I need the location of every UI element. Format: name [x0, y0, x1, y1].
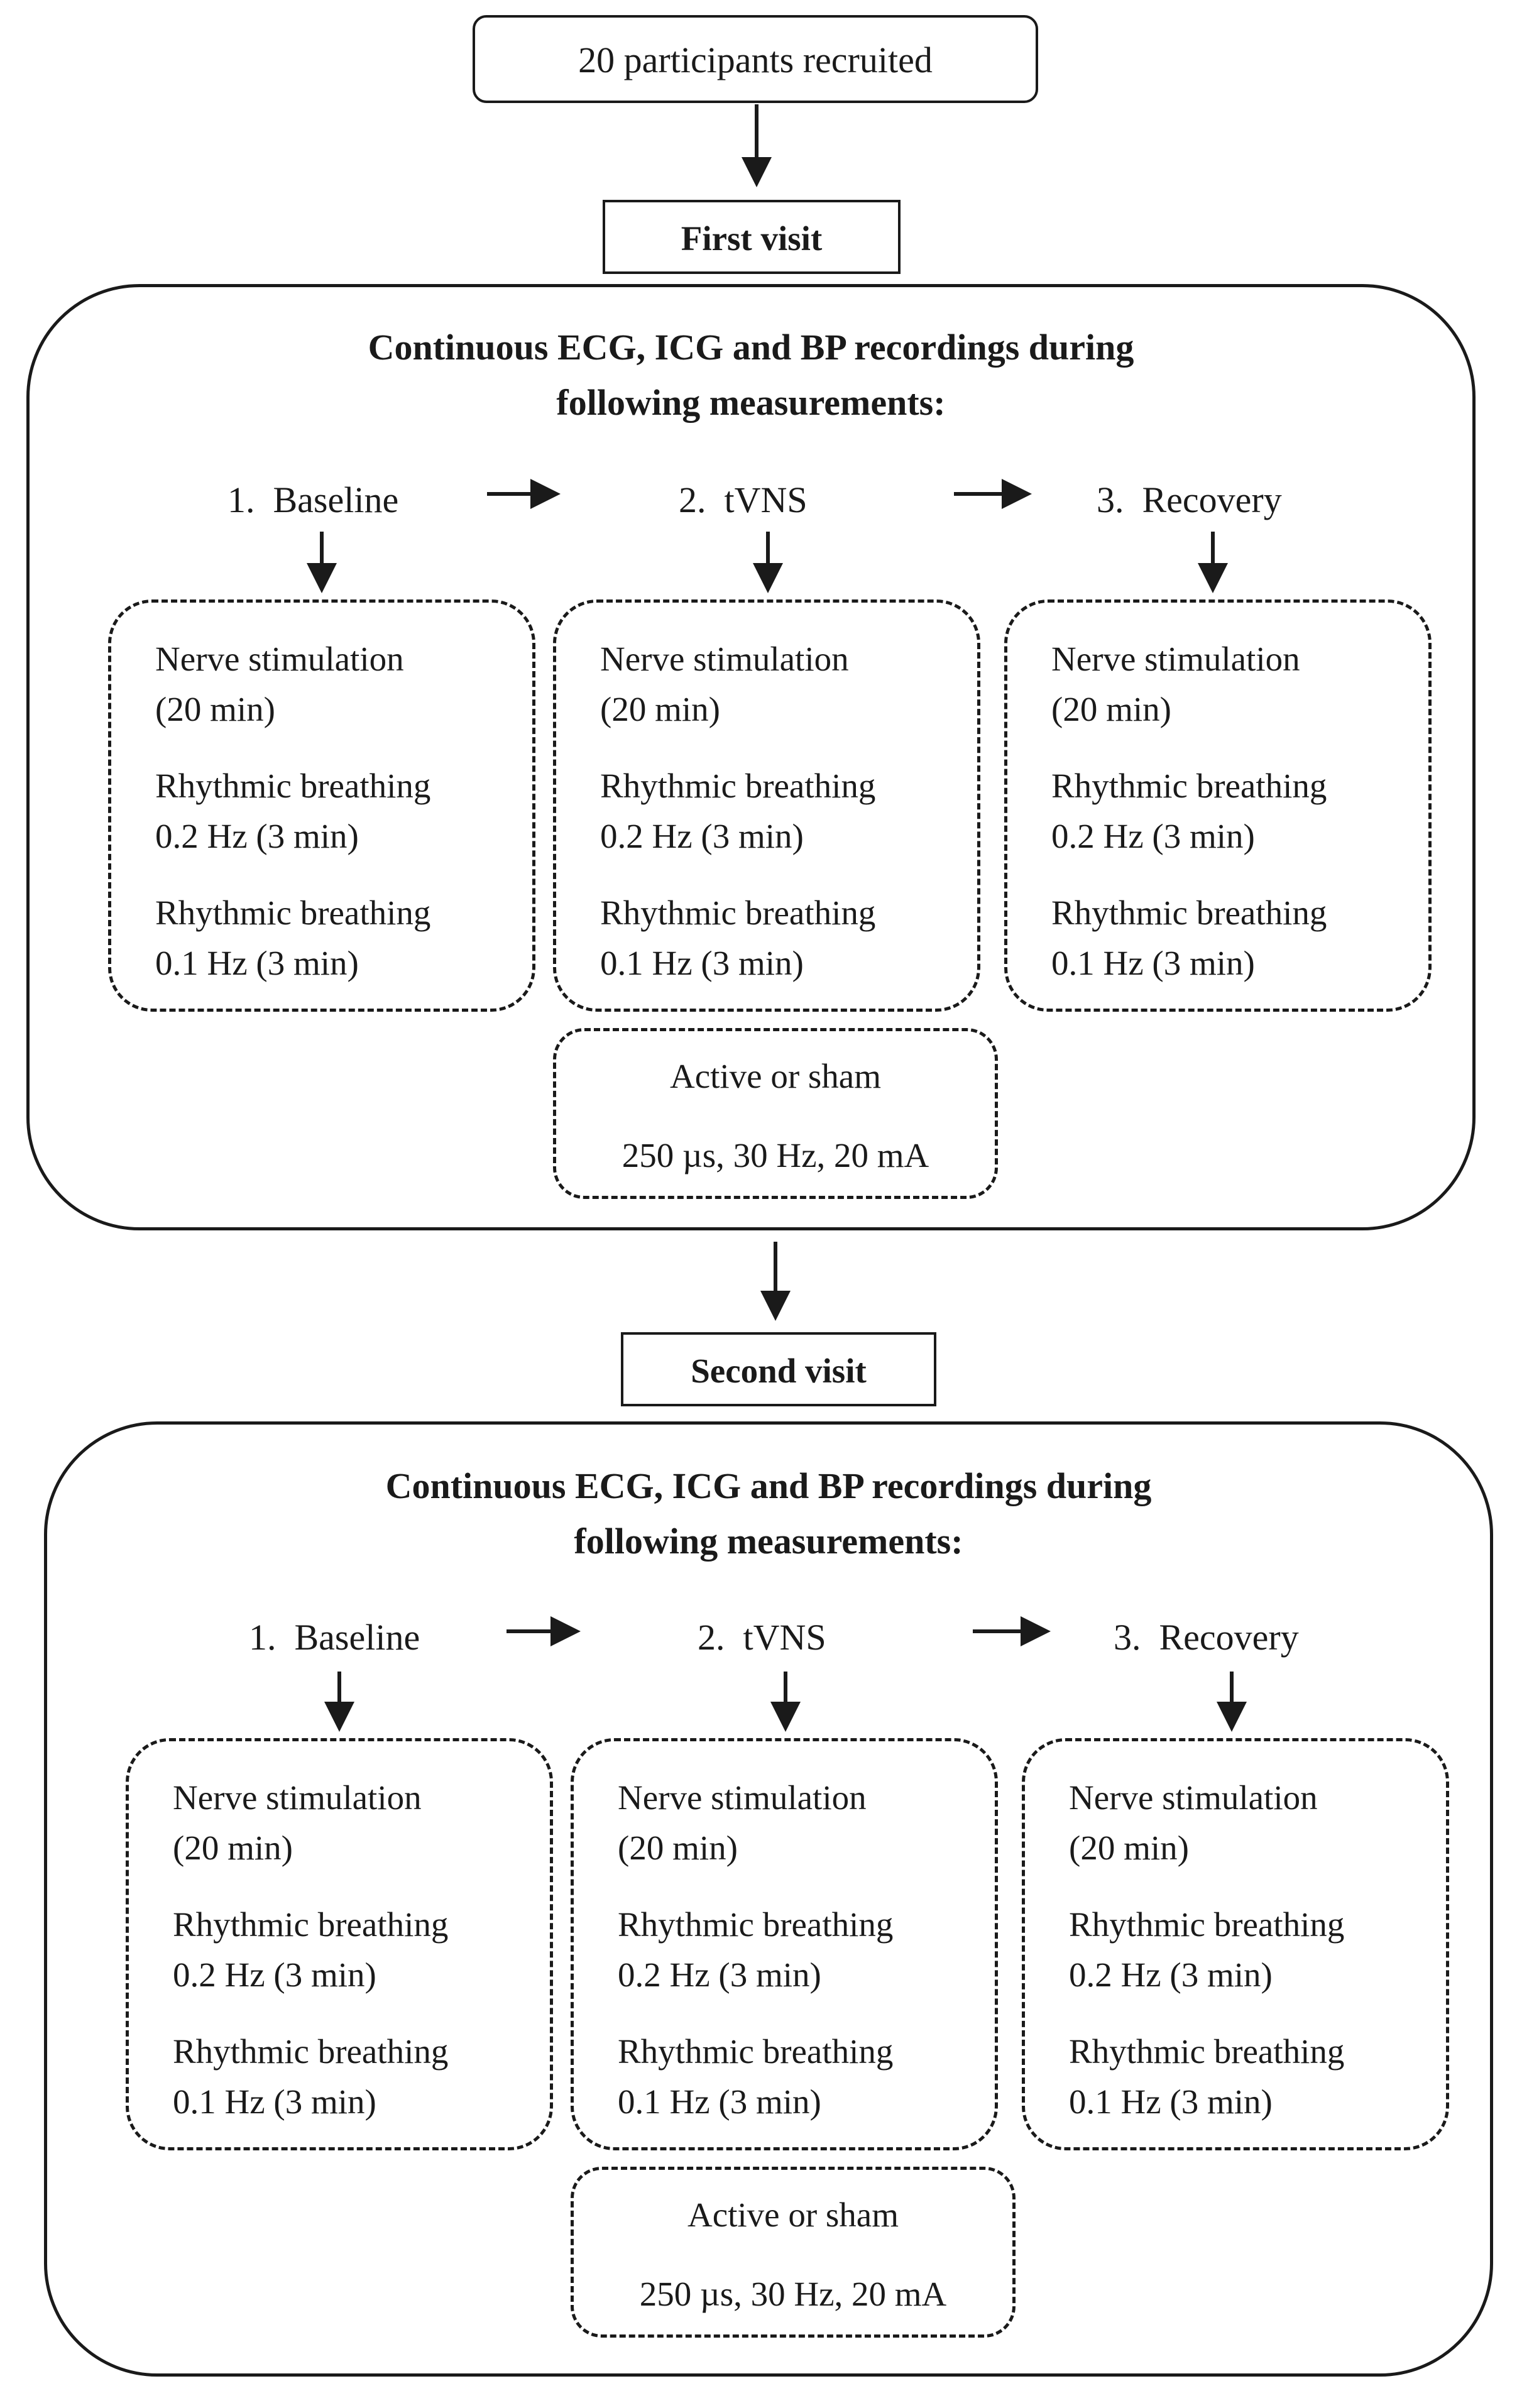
step-line: (20 min) [1051, 690, 1171, 728]
step-line: 0.2 Hz (3 min) [155, 817, 359, 855]
phase-tvns: 2. tVNS [679, 479, 808, 521]
step-line: 0.2 Hz (3 min) [173, 1956, 376, 1994]
stimulation-params: 250 µs, 30 Hz, 20 mA [622, 1136, 929, 1174]
baseline-steps-box: Nerve stimulation (20 min) Rhythmic brea… [126, 1738, 553, 2150]
step-line: Nerve stimulation [618, 1778, 867, 1817]
step-list: Nerve stimulation (20 min) Rhythmic brea… [1051, 634, 1327, 988]
phase-baseline: 1. Baseline [227, 479, 398, 521]
step-line: (20 min) [173, 1829, 293, 1867]
step-line: Rhythmic breathing [1069, 2032, 1345, 2071]
step-line: 0.1 Hz (3 min) [173, 2082, 376, 2121]
phase-number: 3. [1114, 1617, 1141, 1658]
stimulation-box: Active or sham 250 µs, 30 Hz, 20 mA [553, 1028, 998, 1199]
baseline-steps-box: Nerve stimulation (20 min) Rhythmic brea… [108, 599, 535, 1012]
first-visit-heading-line1: Continuous ECG, ICG and BP recordings du… [368, 327, 1134, 368]
step-line: Nerve stimulation [155, 640, 404, 678]
stimulation-box: Active or sham 250 µs, 30 Hz, 20 mA [571, 2167, 1016, 2338]
phase-number: 1. [227, 479, 255, 520]
step-line: Rhythmic breathing [1051, 894, 1327, 932]
step-line: Rhythmic breathing [600, 767, 876, 805]
step-line: 0.2 Hz (3 min) [1051, 817, 1255, 855]
phase-number: 1. [249, 1617, 277, 1658]
phase-name: Baseline [294, 1617, 420, 1658]
step-list: Nerve stimulation (20 min) Rhythmic brea… [173, 1773, 448, 2127]
phase-baseline: 1. Baseline [249, 1616, 420, 1658]
second-visit-title: Second visit [691, 1352, 867, 1390]
phase-name: Recovery [1142, 479, 1282, 520]
phase-name: Recovery [1159, 1617, 1299, 1658]
phase-number: 2. [698, 1617, 725, 1658]
step-line: (20 min) [618, 1829, 738, 1867]
stimulation-title: Active or sham [669, 1057, 881, 1095]
recovery-steps-box: Nerve stimulation (20 min) Rhythmic brea… [1022, 1738, 1449, 2150]
step-line: (20 min) [155, 690, 275, 728]
step-list: Nerve stimulation (20 min) Rhythmic brea… [600, 634, 875, 988]
recovery-steps-box: Nerve stimulation (20 min) Rhythmic brea… [1004, 599, 1432, 1012]
step-line: Nerve stimulation [173, 1778, 422, 1817]
second-visit-heading-line1: Continuous ECG, ICG and BP recordings du… [385, 1465, 1152, 1506]
step-line: Rhythmic breathing [155, 767, 431, 805]
step-line: Rhythmic breathing [600, 894, 876, 932]
step-line: Nerve stimulation [600, 640, 849, 678]
step-line: Rhythmic breathing [618, 1905, 894, 1944]
phase-recovery: 3. Recovery [1097, 479, 1282, 521]
second-visit-heading-line2: following measurements: [574, 1521, 963, 1562]
step-list: Nerve stimulation (20 min) Rhythmic brea… [1069, 1773, 1344, 2127]
first-visit-title-box: First visit [603, 200, 901, 274]
step-line: 0.2 Hz (3 min) [618, 1956, 821, 1994]
step-line: 0.1 Hz (3 min) [600, 944, 804, 982]
step-line: Rhythmic breathing [173, 2032, 449, 2071]
phase-tvns: 2. tVNS [698, 1616, 826, 1658]
step-line: 0.2 Hz (3 min) [600, 817, 804, 855]
step-line: 0.1 Hz (3 min) [155, 944, 359, 982]
phase-recovery: 3. Recovery [1114, 1616, 1299, 1658]
step-line: 0.1 Hz (3 min) [618, 2082, 821, 2121]
step-line: (20 min) [1069, 1829, 1189, 1867]
tvns-steps-box: Nerve stimulation (20 min) Rhythmic brea… [553, 599, 980, 1012]
phase-number: 3. [1097, 479, 1124, 520]
step-line: (20 min) [600, 690, 720, 728]
second-visit-title-box: Second visit [621, 1332, 936, 1406]
first-visit-heading-line2: following measurements: [556, 382, 946, 423]
step-line: Rhythmic breathing [173, 1905, 449, 1944]
step-line: Rhythmic breathing [1051, 767, 1327, 805]
step-line: Rhythmic breathing [618, 2032, 894, 2071]
step-line: 0.1 Hz (3 min) [1069, 2082, 1273, 2121]
phase-name: tVNS [743, 1617, 826, 1658]
recruitment-text: 20 participants recruited [578, 40, 933, 80]
stimulation-params: 250 µs, 30 Hz, 20 mA [639, 2275, 947, 2313]
step-line: Nerve stimulation [1069, 1778, 1318, 1817]
step-list: Nerve stimulation (20 min) Rhythmic brea… [155, 634, 430, 988]
step-list: Nerve stimulation (20 min) Rhythmic brea… [618, 1773, 893, 2127]
step-line: 0.2 Hz (3 min) [1069, 1956, 1273, 1994]
tvns-steps-box: Nerve stimulation (20 min) Rhythmic brea… [571, 1738, 998, 2150]
phase-name: tVNS [724, 479, 808, 520]
step-line: Rhythmic breathing [155, 894, 431, 932]
phase-number: 2. [679, 479, 706, 520]
first-visit-title: First visit [681, 219, 823, 258]
stimulation-title: Active or sham [687, 2196, 899, 2234]
recruitment-box: 20 participants recruited [473, 15, 1038, 103]
phase-name: Baseline [273, 479, 399, 520]
step-line: 0.1 Hz (3 min) [1051, 944, 1255, 982]
step-line: Nerve stimulation [1051, 640, 1300, 678]
step-line: Rhythmic breathing [1069, 1905, 1345, 1944]
